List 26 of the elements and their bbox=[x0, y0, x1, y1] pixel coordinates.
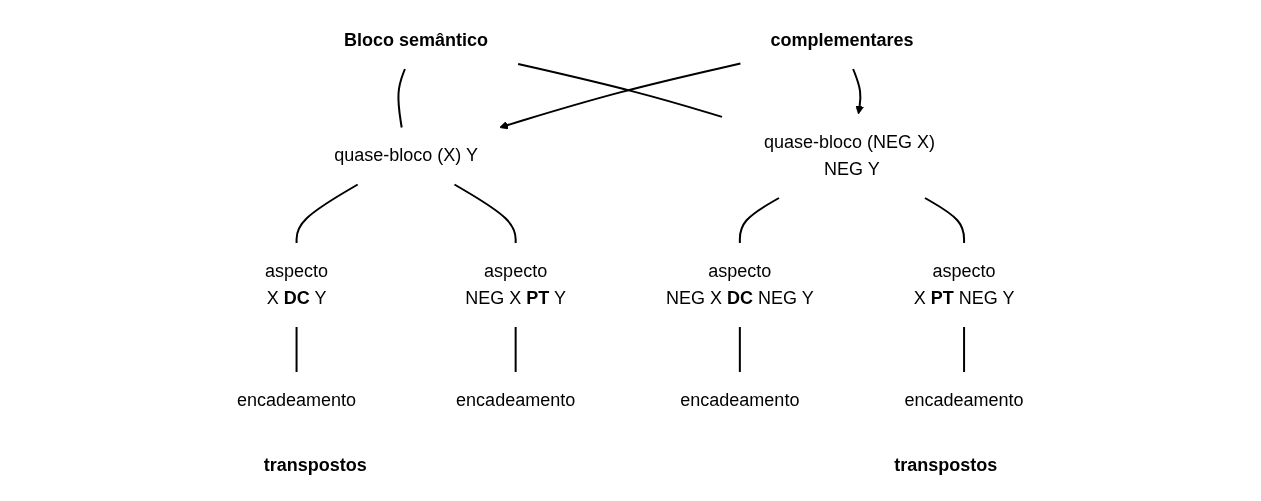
node-text: complementares bbox=[770, 29, 914, 50]
connector bbox=[739, 325, 742, 373]
node-text: Bloco semântico bbox=[344, 29, 489, 50]
node-text: encadeamento bbox=[904, 389, 1024, 410]
node-text: aspecto X DC Y bbox=[265, 260, 329, 308]
connector bbox=[295, 183, 359, 244]
connector bbox=[924, 196, 966, 244]
connector bbox=[739, 196, 781, 244]
connector bbox=[295, 325, 298, 373]
node-text: encadeamento bbox=[456, 389, 576, 410]
node-text: encadeamento bbox=[680, 389, 800, 410]
node-text: aspecto NEG X PT Y bbox=[465, 260, 567, 308]
node-text: aspecto X PT NEG Y bbox=[913, 260, 1015, 308]
note-text: transpostos bbox=[263, 454, 367, 476]
node-text: encadeamento bbox=[237, 389, 357, 410]
connector bbox=[963, 325, 966, 373]
note-text: transpostos bbox=[894, 454, 998, 476]
arrow bbox=[852, 67, 865, 114]
connector bbox=[453, 183, 517, 244]
connector bbox=[397, 67, 407, 128]
connector bbox=[514, 325, 517, 373]
node-text: quase-bloco (X) Y bbox=[334, 144, 479, 165]
node-text: aspecto NEG X DC NEG Y bbox=[666, 260, 814, 308]
arrow bbox=[499, 62, 742, 129]
node-text: quase-bloco (NEG X) NEG Y bbox=[764, 131, 936, 179]
connector bbox=[517, 62, 724, 118]
